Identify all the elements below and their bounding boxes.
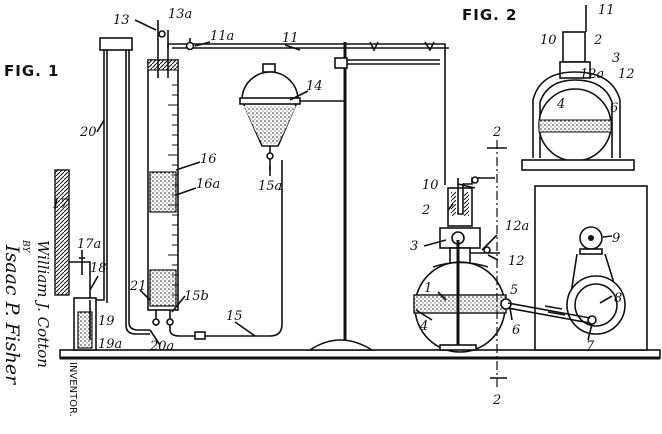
label-15b: 15b	[184, 289, 209, 304]
label-1: 1	[424, 281, 432, 296]
label-12a: 12a	[505, 219, 529, 234]
label-15a: 15a	[258, 179, 282, 194]
label-19a: 19a	[98, 337, 122, 352]
signature-block: William J. Cotton BY Isaac P. Fisher INV…	[1, 239, 78, 417]
label-8: 8	[614, 291, 622, 306]
label-13: 13	[113, 13, 130, 28]
tube-17	[54, 169, 91, 300]
motor-box	[507, 185, 648, 351]
label-11: 11	[282, 31, 299, 46]
label-5: 5	[510, 283, 518, 298]
label-2: 2	[421, 203, 430, 218]
label-20a: 20a	[149, 339, 174, 354]
fig2-flask-holder	[521, 5, 635, 171]
label-16a: 16a	[196, 177, 220, 192]
fig2-title: FIG. 2	[462, 6, 518, 24]
section-label-bottom: 2	[492, 393, 501, 408]
label-14: 14	[306, 79, 323, 94]
fig1-title: FIG. 1	[4, 62, 60, 80]
by-label: BY	[20, 239, 30, 253]
label-11a: 11a	[210, 29, 234, 44]
fig2-label-2: 2	[593, 33, 602, 48]
pipe-11	[167, 38, 449, 185]
u-tube-20	[96, 37, 150, 335]
label-16: 16	[200, 152, 217, 167]
graduated-column-16	[147, 20, 283, 340]
label-15: 15	[226, 309, 243, 324]
fig2-label-6: 6	[610, 101, 618, 116]
section-label-top: 2	[492, 125, 501, 140]
section-line	[487, 140, 507, 390]
funnel-14	[239, 63, 345, 170]
label-7: 7	[586, 339, 595, 354]
fig2-label-12: 12	[618, 67, 635, 82]
label-21: 21	[129, 279, 147, 294]
inventor-name: William J. Cotton	[34, 240, 52, 368]
label-9: 9	[612, 231, 620, 246]
fig2-label-10: 10	[540, 33, 557, 48]
attorney-signature: Isaac P. Fisher	[1, 244, 23, 386]
label-3: 3	[410, 239, 418, 254]
fig2-label-3: 3	[612, 51, 620, 66]
label-18: 18	[90, 261, 107, 276]
inventor-caption: INVENTOR.	[67, 362, 78, 417]
ring-stand	[307, 41, 440, 351]
label-17a: 17a	[77, 237, 101, 252]
label-4: 4	[419, 319, 428, 334]
label-17: 17	[52, 197, 69, 212]
label-20: 20	[79, 125, 97, 140]
fig2-label-11: 11	[598, 3, 615, 18]
label-6: 6	[512, 323, 520, 338]
label-19: 19	[98, 314, 115, 329]
label-13a: 13a	[168, 7, 192, 22]
fig2-label-4: 4	[556, 97, 565, 112]
leader-lines	[81, 19, 613, 346]
fig2-label-12a: 12a	[580, 67, 604, 82]
label-10: 10	[422, 178, 439, 193]
flask-assembly	[413, 176, 512, 353]
label-12: 12	[508, 254, 525, 269]
beaker-19	[73, 297, 97, 351]
